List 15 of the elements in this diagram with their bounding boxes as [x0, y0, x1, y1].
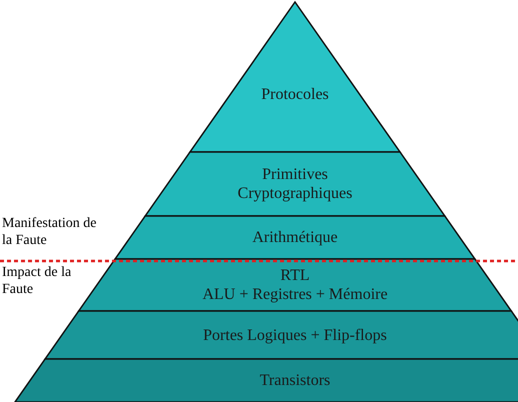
pyramid-layer: [188, 1, 402, 153]
pyramid-layer: [44, 310, 518, 360]
pyramid-layer: [77, 258, 513, 312]
pyramid-layer: [114, 215, 476, 260]
layer-label: Protocoles: [261, 85, 329, 104]
side-annotation: Manifestation de la Faute: [2, 215, 97, 249]
layer-heading: RTL: [280, 266, 310, 285]
layer-label: ALU + Registres + Mémoire: [202, 285, 388, 304]
side-annotation: Impact de la Faute: [2, 264, 72, 298]
layer-label: Portes Logiques + Flip-flops: [203, 326, 387, 344]
layer-label: Primitives Cryptographiques: [236, 165, 354, 203]
layer-label: Arithmétique: [252, 228, 338, 247]
layer-label: Transistors: [260, 371, 330, 390]
pyramid-layer: [14, 358, 518, 402]
pyramid-layer: [144, 151, 446, 217]
